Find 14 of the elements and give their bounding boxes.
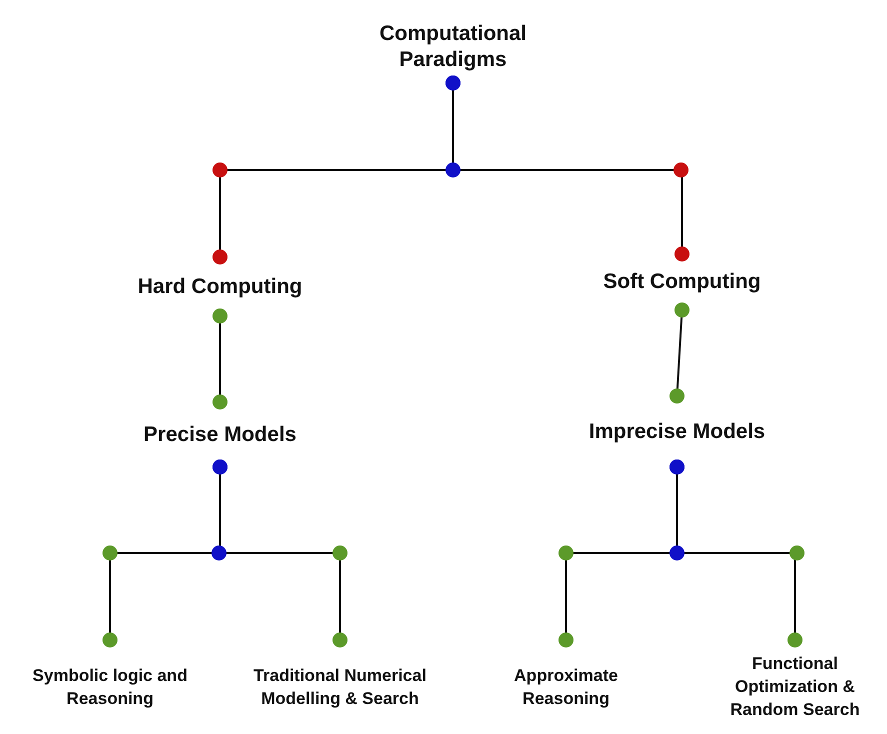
node-label: Traditional Numerical Modelling & Search: [252, 664, 428, 710]
node-label: Approximate Reasoning: [513, 664, 619, 710]
node-label: Computational Paradigms: [378, 20, 528, 72]
connector-line: [670, 302, 690, 404]
node-label: Imprecise Models: [588, 418, 766, 444]
connector-line: [670, 460, 802, 648]
node-label: Symbolic logic and Reasoning: [32, 664, 188, 710]
node-label: Functional Optimization & Random Search: [729, 653, 861, 721]
node-label: Precise Models: [144, 422, 296, 448]
node-label: Soft Computing: [603, 269, 761, 295]
node-label: Hard Computing: [138, 274, 302, 300]
connector-line: [212, 460, 348, 648]
connector-line: [212, 308, 228, 410]
connector-line: [446, 76, 690, 262]
